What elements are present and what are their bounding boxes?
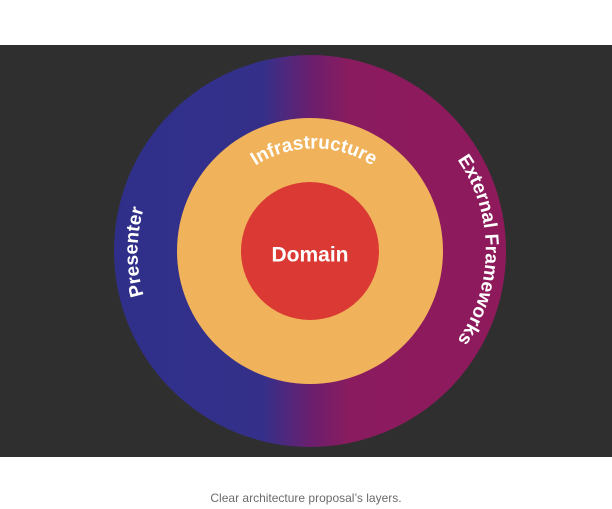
layers-diagram-svg: Presenter External Frameworks Infrastruc… xyxy=(114,55,506,447)
figure-caption: Clear architecture proposal’s layers. xyxy=(210,491,402,505)
domain-core xyxy=(241,182,379,320)
architecture-diagram: Presenter External Frameworks Infrastruc… xyxy=(0,45,612,457)
domain-label: Domain xyxy=(271,244,348,267)
